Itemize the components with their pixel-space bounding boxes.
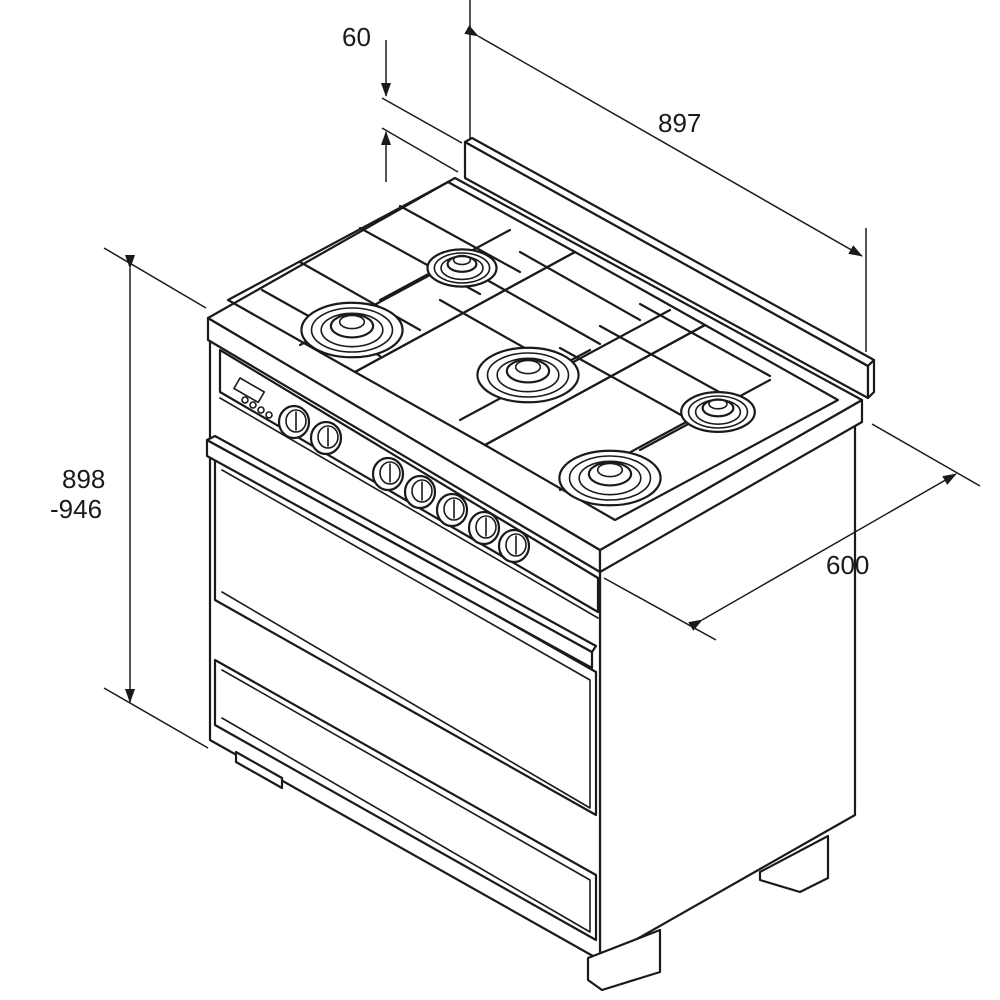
label-depth: 600 [826,550,869,580]
foot-front-left [234,750,284,790]
control-knobs [277,404,531,564]
width-dimension-line [464,25,863,257]
burner-rear-left [426,248,498,288]
control-panel [218,348,600,619]
dimension-lines [103,0,981,749]
control-knob-7[interactable] [497,528,531,564]
control-knob-6[interactable] [467,510,501,546]
timer-display [233,377,266,404]
timer-buttons[interactable] [241,396,273,419]
oven-door[interactable] [205,434,598,817]
storage-drawer[interactable] [213,658,598,942]
label-backguard-height: 60 [342,22,371,52]
control-knob-4[interactable] [403,474,437,510]
oven-door-handle-top [205,434,598,654]
backguard-side [866,358,876,400]
label-height-line2: -946 [50,494,102,524]
burner-center [476,346,580,404]
burner-front-right [558,449,662,507]
feet [234,750,830,992]
foot-rear-right [758,834,830,894]
control-knob-2[interactable] [309,420,343,456]
dimension-labels: 60 897 898 -946 600 [50,22,869,580]
depth-dimension-line [688,473,957,631]
control-knob-5[interactable] [435,492,469,528]
label-width: 897 [658,108,701,138]
burners [300,248,756,507]
drawer-front[interactable] [213,658,598,942]
foot-front-right [586,928,662,992]
label-height-line1: 898 [62,464,105,494]
control-knob-3[interactable] [371,456,405,492]
burner-front-left [300,301,404,359]
burner-rear-right [680,391,756,433]
control-knob-1[interactable] [277,404,311,440]
